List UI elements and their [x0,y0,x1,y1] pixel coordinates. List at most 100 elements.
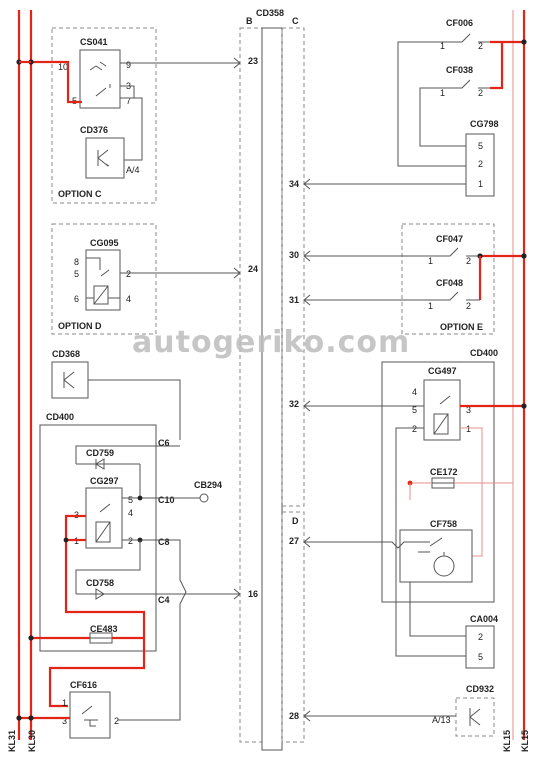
connector-body [261,27,283,751]
cf038-label: CF038 [446,65,473,75]
cd376-pin: A/4 [126,165,140,175]
cg798-label: CG798 [470,119,499,129]
ca004-pin-2: 2 [478,632,483,642]
cg497-pin-3: 3 [466,405,471,415]
option-e-frame [401,223,495,335]
cg095-pin-8: 8 [74,257,79,267]
cf038-pin-2: 2 [478,88,483,98]
option-c-frame [51,27,157,204]
cg297-pin-2: 2 [128,536,133,546]
option-e-label: OPTION E [440,322,483,332]
cd368-module [51,361,89,399]
wire-cs041-3-7 [120,85,143,161]
cf758-label: CF758 [430,519,457,529]
cd368-label: CD368 [52,349,80,359]
cf038-contact [448,79,490,89]
cf616-symbol [81,705,98,727]
ca004-connector [465,625,495,669]
cf038-pin-1: 1 [440,88,445,98]
wire-cf006-left [397,41,466,167]
cd400-pin-c10: C10 [158,495,175,505]
wire-pin27-to-cf758 [304,541,430,549]
cd400-left-label: CD400 [46,412,74,422]
cg497-pin-4: 4 [412,387,417,397]
cb294-label: CB294 [194,480,222,490]
option-d-label: OPTION D [58,321,102,331]
cg095-pin-2: 2 [126,269,131,279]
cg297-coil-diag [95,503,111,543]
cg095-coil-diag [93,269,110,305]
cg497-pin-5: 5 [412,405,417,415]
option-d-frame [51,223,157,335]
pin-16: 16 [248,589,258,599]
connector-col-d: D [292,516,299,526]
ca004-pin-5: 5 [478,652,483,662]
junction-c10 [137,495,143,501]
wire-cg497-1-light [460,427,483,557]
pin-23: 23 [248,56,258,66]
cf048-contact [436,291,480,301]
cd376-label: CD376 [80,125,108,135]
cg497-coil-diag [433,395,451,435]
cd932-frame [455,697,495,737]
watermark: autogeriko.com [132,325,410,360]
cg297-pin-4: 4 [128,508,133,518]
cs041-led-symbol [89,61,107,71]
connector-title: CD358 [256,8,284,18]
wire-cg095-internal [86,257,120,299]
cf616-label: CF616 [70,680,97,690]
junction-cf006 [521,39,527,45]
cd368-transistor [63,371,75,389]
cd932-label: CD932 [466,684,494,694]
cd759-label: CD759 [86,448,114,458]
pin-32: 32 [289,399,299,409]
cf758-module [399,529,473,583]
rail-label-kl31: KL31 [7,730,17,752]
option-c-label: OPTION C [58,189,102,199]
cf616-pin-2: 2 [114,716,119,726]
cd400-pin-c4: C4 [158,595,170,605]
junction-kl30-ce483 [28,635,34,641]
cd400-pin-c6: C6 [158,438,170,448]
cf006-pin-1: 1 [440,41,445,51]
pin-30: 30 [289,250,299,260]
cs041-pin-10: 10 [58,62,68,72]
cg095-pin-4: 4 [126,294,131,304]
rail-label-kl15-a: KL15 [502,730,512,752]
cf047-pin-2: 2 [466,256,471,266]
cf048-pin-1: 1 [428,301,433,311]
pin-34: 34 [289,179,299,189]
connector-col-b: B [246,16,253,26]
cg497-pin-2: 2 [412,424,417,434]
cb294-terminal [199,493,209,503]
wire-cg297-2-to-c8 [118,539,187,721]
junction-kl15-cg497 [521,403,527,409]
cd758-label: CD758 [86,578,114,588]
cf006-pin-2: 2 [478,41,483,51]
cf758-switch [418,537,445,556]
cf616-pin-3: 3 [62,716,67,726]
wire-cd759 [75,445,180,498]
cg798-connector [465,133,495,197]
junction-kl15-cf047 [521,253,527,259]
cs041-pin-7: 7 [126,96,131,106]
cg095-pin-6: 6 [74,294,79,304]
cf048-label: CF048 [436,278,463,288]
cf006-contact [448,33,490,43]
wire-cd368-to-c6 [88,379,181,440]
cg798-pin-2: 2 [478,159,483,169]
cf047-label: CF047 [436,234,463,244]
connector-d-block [281,511,305,743]
pin-31: 31 [289,295,299,305]
cf047-contact [436,247,480,257]
cd400-right-label: CD400 [470,348,498,358]
junction-kl30-bottom [28,715,34,721]
cs041-pin-9: 9 [126,60,131,70]
cg095-pin-5: 5 [74,269,79,279]
cg497-pin-1: 1 [466,424,471,434]
connector-b-block [239,27,263,743]
power-rails [17,10,526,740]
connector-c-block [281,27,305,507]
rail-label-kl30: KL30 [27,730,37,752]
cd932-pin: A/13 [432,715,451,725]
